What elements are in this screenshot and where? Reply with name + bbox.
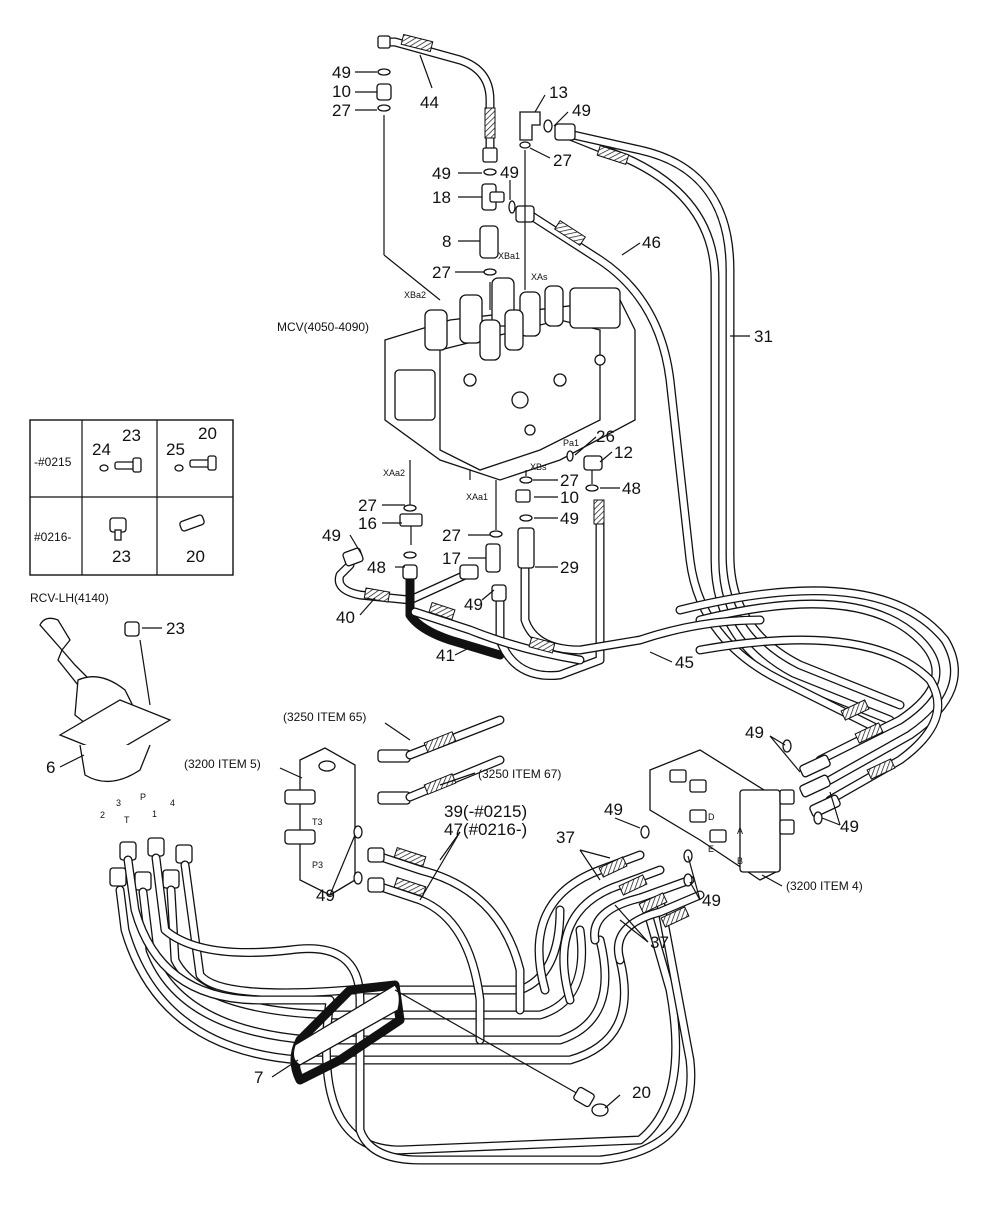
rcv-port-p: P: [140, 792, 146, 802]
port-xaa1: XAa1: [466, 492, 488, 502]
callout-27: 27: [560, 471, 579, 490]
callout-44: 44: [420, 93, 439, 112]
callout-10: 10: [332, 82, 351, 101]
valve-block-item4: [640, 699, 896, 887]
callout-27: 27: [442, 526, 461, 545]
port-tags: XBa2 XBa1 XAs XAa2 XAa1 XBs Pa1 T3 P3 A …: [100, 251, 743, 870]
callout-49: 49: [464, 595, 483, 614]
callout-49: 49: [322, 526, 341, 545]
callout-49: 49: [745, 723, 764, 742]
callout-18: 18: [432, 188, 451, 207]
inset-part-23: 23: [122, 426, 141, 445]
inset-part-20: 20: [198, 424, 217, 443]
leader-lines: [59, 54, 841, 1109]
callout-41: 41: [436, 646, 455, 665]
hose-44: [377, 33, 498, 163]
fittings-mcv-side: [399, 450, 603, 573]
port-b: B: [737, 856, 743, 866]
callout-37: 37: [556, 828, 575, 847]
rcv-label: RCV-LH(4140): [30, 591, 109, 605]
port-d: D: [708, 812, 715, 822]
callout-49: 49: [604, 800, 623, 819]
callout-10: 10: [560, 488, 579, 507]
callout-47: 47(#0216-): [444, 820, 527, 839]
callout-49: 49: [432, 164, 451, 183]
mcv-label: MCV(4050-4090): [277, 320, 369, 334]
port-xaa2: XAa2: [383, 468, 405, 478]
clamp: [292, 984, 609, 1117]
callout-39: 39(-#0215): [444, 802, 527, 821]
callout-12: 12: [614, 443, 633, 462]
inset-part-20b: 20: [186, 547, 205, 566]
port-t3: T3: [312, 817, 323, 827]
callout-48: 48: [367, 558, 386, 577]
callout-45: 45: [675, 653, 694, 672]
callout-27: 27: [358, 496, 377, 515]
callout-49: 49: [840, 817, 859, 836]
callout-23: 23: [166, 619, 185, 638]
callout-49: 49: [500, 163, 519, 182]
item65-label: (3250 ITEM 65): [283, 710, 366, 724]
hose-46: [515, 205, 885, 735]
callout-7: 7: [254, 1068, 263, 1087]
fittings-top-left: [376, 68, 392, 112]
rcv-port-1: 1: [152, 809, 157, 819]
rcv-port-t: T: [124, 815, 130, 825]
item67-label: (3250 ITEM 67): [478, 767, 561, 781]
fittings-top-right: [519, 111, 553, 149]
hoses-cross: [367, 846, 705, 1045]
callout-20: 20: [632, 1083, 651, 1102]
port-xba2: XBa2: [404, 290, 426, 300]
item5-label: (3200 ITEM 5): [184, 757, 261, 771]
callout-17: 17: [442, 549, 461, 568]
serial-row-1: -#0215: [34, 455, 72, 469]
rcv-port-4: 4: [170, 798, 175, 808]
hose-bundle-right: [675, 586, 959, 805]
hoses-lower-mcv: [334, 489, 765, 681]
callout-31: 31: [754, 327, 773, 346]
callout-49: 49: [332, 63, 351, 82]
inset-part-25: 25: [166, 440, 185, 459]
port-xbs: XBs: [530, 462, 547, 472]
callout-27: 27: [553, 151, 572, 170]
port-xba1: XBa1: [498, 251, 520, 261]
inset-part-24: 24: [92, 440, 111, 459]
inset-table-text: -#0215 #0216- 24 23 25 20 23 20: [34, 424, 217, 566]
port-a: A: [737, 826, 743, 836]
item4-label: (3200 ITEM 4): [786, 879, 863, 893]
callout-27: 27: [432, 263, 451, 282]
fittings-center: [479, 168, 516, 276]
serial-row-2: #0216-: [34, 530, 71, 544]
bracket-item5: [284, 715, 505, 896]
inset-part-23b: 23: [112, 547, 131, 566]
callout-46: 46: [642, 233, 661, 252]
callout-16: 16: [358, 514, 377, 533]
main-control-valve: [384, 277, 636, 481]
callout-27: 27: [332, 101, 351, 120]
callout-29: 29: [560, 558, 579, 577]
callout-26: 26: [596, 427, 615, 446]
callouts: 49 10 27 44 13 49 27 49 49 18 8 46 27 31…: [46, 63, 859, 1102]
callout-8: 8: [442, 232, 451, 251]
port-xas: XAs: [531, 272, 548, 282]
callout-49: 49: [560, 509, 579, 528]
callout-13: 13: [549, 83, 568, 102]
port-pa1: Pa1: [563, 438, 579, 448]
callout-48: 48: [622, 479, 641, 498]
callout-6: 6: [46, 758, 55, 777]
callout-49: 49: [572, 101, 591, 120]
port-e: E: [708, 844, 714, 854]
rcv-port-3: 3: [116, 798, 121, 808]
callout-37: 37: [650, 933, 669, 952]
callout-49: 49: [702, 891, 721, 910]
port-p3: P3: [312, 860, 323, 870]
inset-table: [29, 419, 234, 576]
callout-40: 40: [336, 608, 355, 627]
labels: MCV(4050-4090) RCV-LH(4140) (3250 ITEM 6…: [30, 320, 863, 893]
rcv-port-2: 2: [100, 810, 105, 820]
callout-49: 49: [316, 886, 335, 905]
rcv-joystick: [39, 617, 172, 782]
